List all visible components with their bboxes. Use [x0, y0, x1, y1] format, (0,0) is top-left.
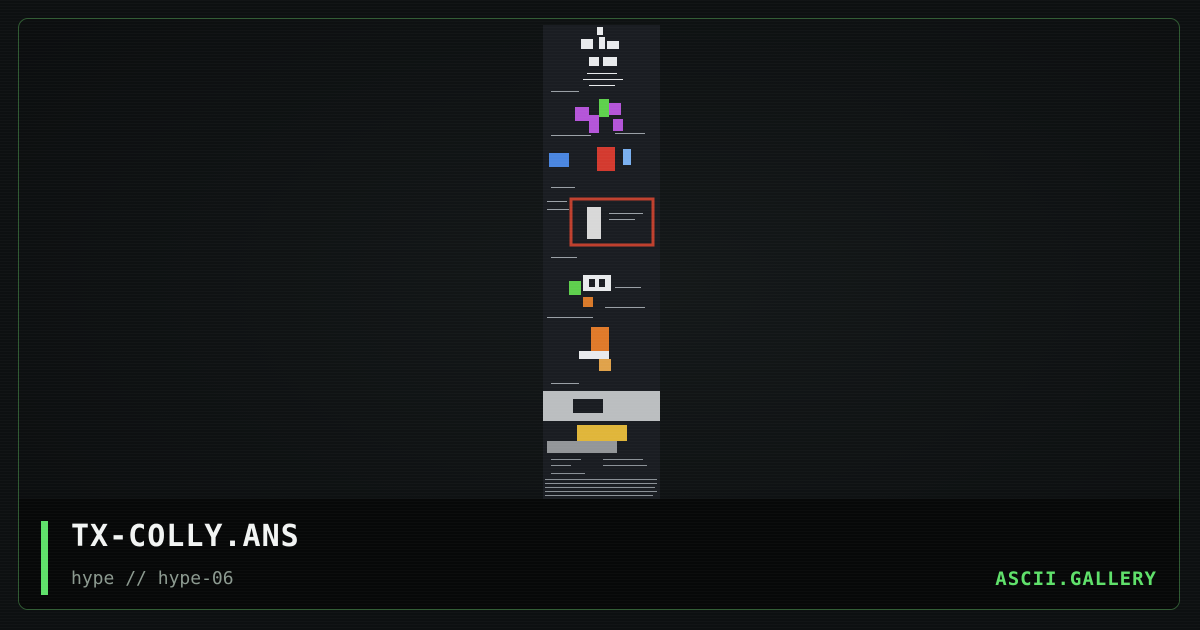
artwork-subtitle: hype // hype-06 — [71, 568, 234, 589]
pack-name: hype — [71, 568, 115, 589]
ansi-art-preview — [543, 25, 660, 501]
artwork-title: TX-COLLY.ANS — [71, 519, 300, 554]
accent-bar — [41, 521, 48, 595]
site-brand[interactable]: ASCII.GALLERY — [995, 568, 1157, 590]
pack-id: hype-06 — [157, 568, 234, 589]
subtitle-separator: // — [125, 568, 147, 589]
card-frame: TX-COLLY.ANS hype // hype-06 ASCII.GALLE… — [18, 18, 1180, 610]
artwork-thumbnail[interactable] — [543, 25, 660, 501]
caption-bar: TX-COLLY.ANS hype // hype-06 ASCII.GALLE… — [19, 499, 1179, 609]
